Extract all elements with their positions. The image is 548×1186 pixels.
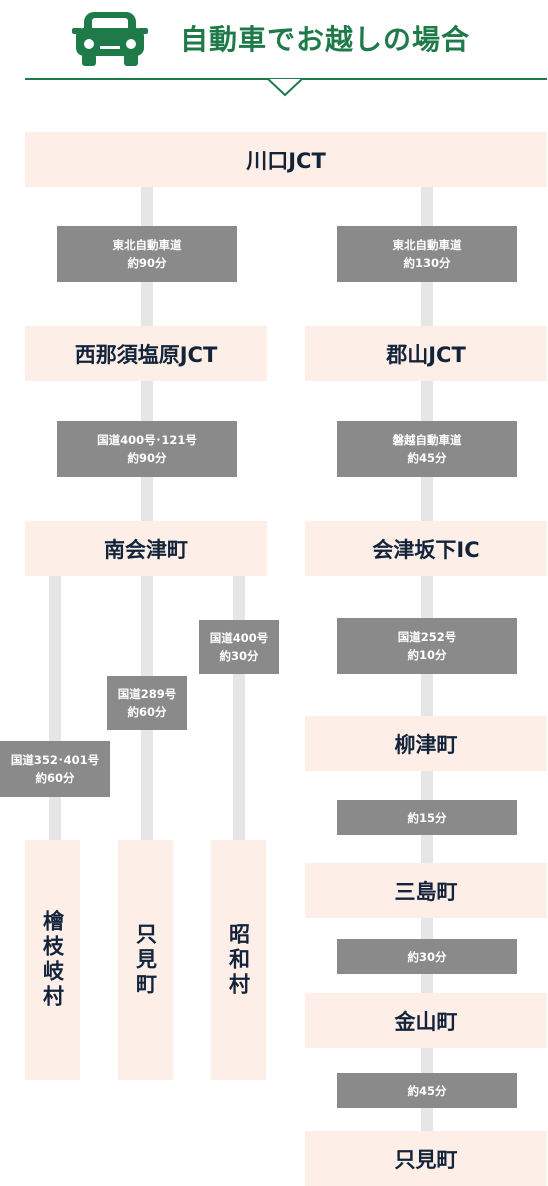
route-time: 約45分 [407,1083,447,1098]
route-road: 東北自動車道 [392,238,462,252]
route-time: 約130分 [403,256,451,270]
route-road: 国道252号 [397,630,457,644]
route-road: 国道400号･121号 [97,433,197,447]
route-road: 国道400号 [209,631,269,645]
header-pointer [267,78,303,97]
route-time: 約10分 [407,648,447,662]
route-label: 東北自動車道 約90分 [57,226,237,282]
page-title: 自動車でお越しの場合 [180,23,471,56]
route-time: 約15分 [407,810,447,825]
place-tadami-right: 只見町 [305,1131,547,1186]
place-koriyama-jct: 郡山JCT [305,326,547,381]
place-kawaguchi-jct: 川口JCT [25,132,547,187]
place-kaneyama: 金山町 [305,993,547,1048]
route-road: 国道289号 [117,687,177,701]
place-aizubange-ic: 会津坂下IC [305,521,547,576]
place-mishima: 三島町 [305,863,547,918]
route-road: 磐越自動車道 [392,433,462,447]
route-label: 国道252号 約10分 [337,618,517,674]
place-yanaizu: 柳津町 [305,716,547,771]
route-time: 約60分 [35,771,75,785]
place-hinoemata: 檜枝岐村 [25,840,80,1080]
route-time: 約60分 [127,705,167,719]
car-icon [72,8,148,68]
route-time: 約90分 [127,451,167,465]
route-label: 約45分 [337,1073,517,1108]
place-nishinasushiobara-jct: 西那須塩原JCT [25,326,267,381]
connector-line [233,575,245,840]
route-label: 東北自動車道 約130分 [337,226,517,282]
route-time: 約30分 [219,649,259,663]
route-label: 国道352･401号 約60分 [0,741,110,797]
route-label: 約30分 [337,939,517,974]
route-time: 約45分 [407,451,447,465]
route-time: 約90分 [127,256,167,270]
route-road: 国道352･401号 [10,753,100,767]
place-minamiaizu: 南会津町 [25,521,267,576]
place-tadami-left: 只見町 [118,840,173,1080]
connector-line [49,575,61,840]
route-time: 約30分 [407,949,447,964]
route-label: 国道400号･121号 約90分 [57,421,237,477]
route-label: 磐越自動車道 約45分 [337,421,517,477]
route-label: 国道400号 約30分 [199,620,279,674]
route-road: 東北自動車道 [112,238,182,252]
route-label: 約15分 [337,800,517,835]
place-showa: 昭和村 [211,840,266,1080]
route-label: 国道289号 約60分 [107,676,187,730]
